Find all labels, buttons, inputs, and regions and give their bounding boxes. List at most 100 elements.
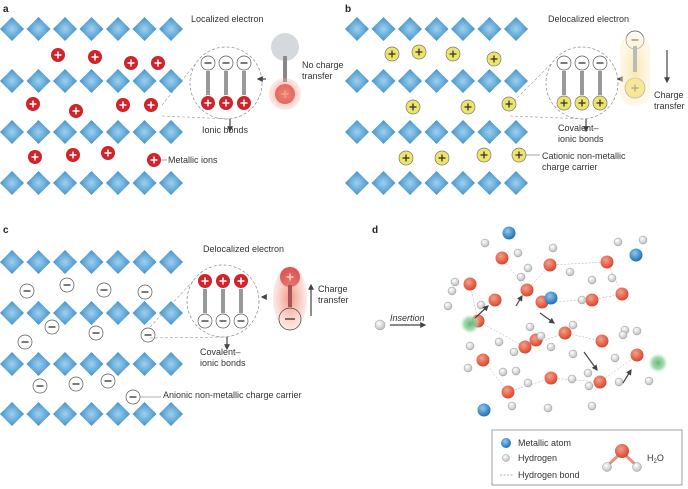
water-molecule <box>520 283 534 297</box>
inset-bottom-ion <box>556 95 572 111</box>
hydrogen-atom <box>577 295 587 305</box>
proton-hop-arrow <box>539 312 555 324</box>
oxygen-atom <box>495 251 509 265</box>
lattice-diamond <box>79 17 104 41</box>
hydrogen-atom <box>546 342 556 352</box>
anionic-carrier <box>88 325 104 341</box>
water-molecule <box>543 258 557 272</box>
lattice-diamond <box>371 171 396 195</box>
lattice-diamond <box>398 17 422 41</box>
metallic-ion <box>28 150 42 164</box>
panel-c-bond-line1: Covalent– <box>200 347 241 357</box>
metallic-ion <box>151 56 165 70</box>
hydrogen-atom <box>523 263 533 273</box>
hydrogen-atom <box>565 267 575 277</box>
lattice-diamond <box>504 17 528 41</box>
metallic-ion <box>116 98 130 112</box>
hydrogen-atom <box>638 235 648 245</box>
hydrogen-atom <box>476 300 486 310</box>
bond-stick <box>598 71 602 95</box>
lattice-diamond <box>132 301 157 325</box>
panel-b-letter: b <box>345 4 351 15</box>
inset-top-ion <box>218 55 234 71</box>
water-molecule <box>495 251 509 265</box>
zoom-line <box>149 280 194 328</box>
lattice-diamond <box>53 250 77 274</box>
metallic-ion <box>144 98 158 112</box>
cationic-carrier <box>384 46 400 62</box>
panel-c-result-line2: transfer <box>318 295 349 305</box>
lattice-diamond <box>0 250 24 274</box>
water-molecule <box>558 326 572 340</box>
inset-bottom-ion <box>197 313 213 329</box>
zoom-line <box>161 115 231 120</box>
lattice-diamond <box>106 17 130 41</box>
metallic-ion <box>101 146 115 160</box>
hydrogen-atom <box>568 320 578 330</box>
lattice-diamond <box>53 69 77 93</box>
hydrogen-atom <box>509 347 519 357</box>
panel-c-carrier-label: Anionic non-metallic charge carrier <box>163 390 302 400</box>
lattice-diamond <box>451 69 475 93</box>
bond-stick <box>580 71 584 95</box>
lattice-row <box>0 352 183 376</box>
lattice-diamond <box>79 171 104 195</box>
lattice-diamond <box>132 17 157 41</box>
bond-stick <box>221 289 225 313</box>
zoom-line <box>149 336 228 339</box>
water-molecule <box>463 277 477 291</box>
lattice-diamond <box>424 120 449 144</box>
legend-hydrogen: Hydrogen <box>518 453 557 463</box>
legend-water: H2O <box>647 453 664 465</box>
hydrogen-icon <box>502 454 510 462</box>
bond-stick <box>239 289 243 313</box>
lattice-diamond <box>504 120 528 144</box>
hydrogen-atom <box>494 337 504 347</box>
lattice-diamond <box>26 17 51 41</box>
panel-a-title: Localized electron <box>191 14 264 24</box>
proton-hop-arrow <box>583 351 598 371</box>
lattice-diamond <box>0 17 24 41</box>
lattice-diamond <box>159 352 183 376</box>
lattice-diamond <box>0 301 24 325</box>
oxygen-atom <box>518 340 532 354</box>
panel-a-result-line2: transfer <box>302 71 333 81</box>
lattice-diamond <box>424 171 449 195</box>
lattice-diamond <box>53 301 77 325</box>
lattice-diamond <box>26 171 51 195</box>
lattice-row <box>0 120 183 144</box>
lattice-diamond <box>398 120 422 144</box>
oxygen-atom <box>595 334 609 348</box>
bond-stick <box>206 71 210 95</box>
lattice-diamond <box>345 17 369 41</box>
proton-hop-arrow <box>474 305 489 319</box>
hydrogen-atom <box>567 374 577 384</box>
anionic-carrier <box>68 376 84 392</box>
water-molecule <box>501 385 515 399</box>
lattice-diamond <box>451 171 475 195</box>
hydrogen-atom <box>463 363 473 373</box>
water-network <box>374 226 668 417</box>
inserted-hydrogen <box>374 319 386 331</box>
lattice-row <box>0 402 183 426</box>
lattice-row <box>345 17 528 41</box>
inset-bottom-ion <box>233 313 249 329</box>
anionic-carrier <box>59 277 75 293</box>
lattice-diamond <box>26 120 51 144</box>
zoom-circle <box>189 46 263 120</box>
proton-glow <box>460 314 480 334</box>
lattice-diamond <box>106 250 130 274</box>
panel-b-carrier-line2: charge carrier <box>542 162 598 172</box>
lattice-diamond <box>424 69 449 93</box>
inset-bottom-ion <box>201 96 215 110</box>
zoom-line <box>161 62 197 106</box>
oxygen-atom <box>543 258 557 272</box>
lattice-diamond <box>345 171 369 195</box>
hydrogen-atom <box>587 401 597 411</box>
water-molecule <box>518 340 532 354</box>
legend-box <box>491 429 683 486</box>
metallic-ion <box>124 56 138 70</box>
oxygen-atom <box>615 287 629 301</box>
water-molecule <box>630 348 644 362</box>
